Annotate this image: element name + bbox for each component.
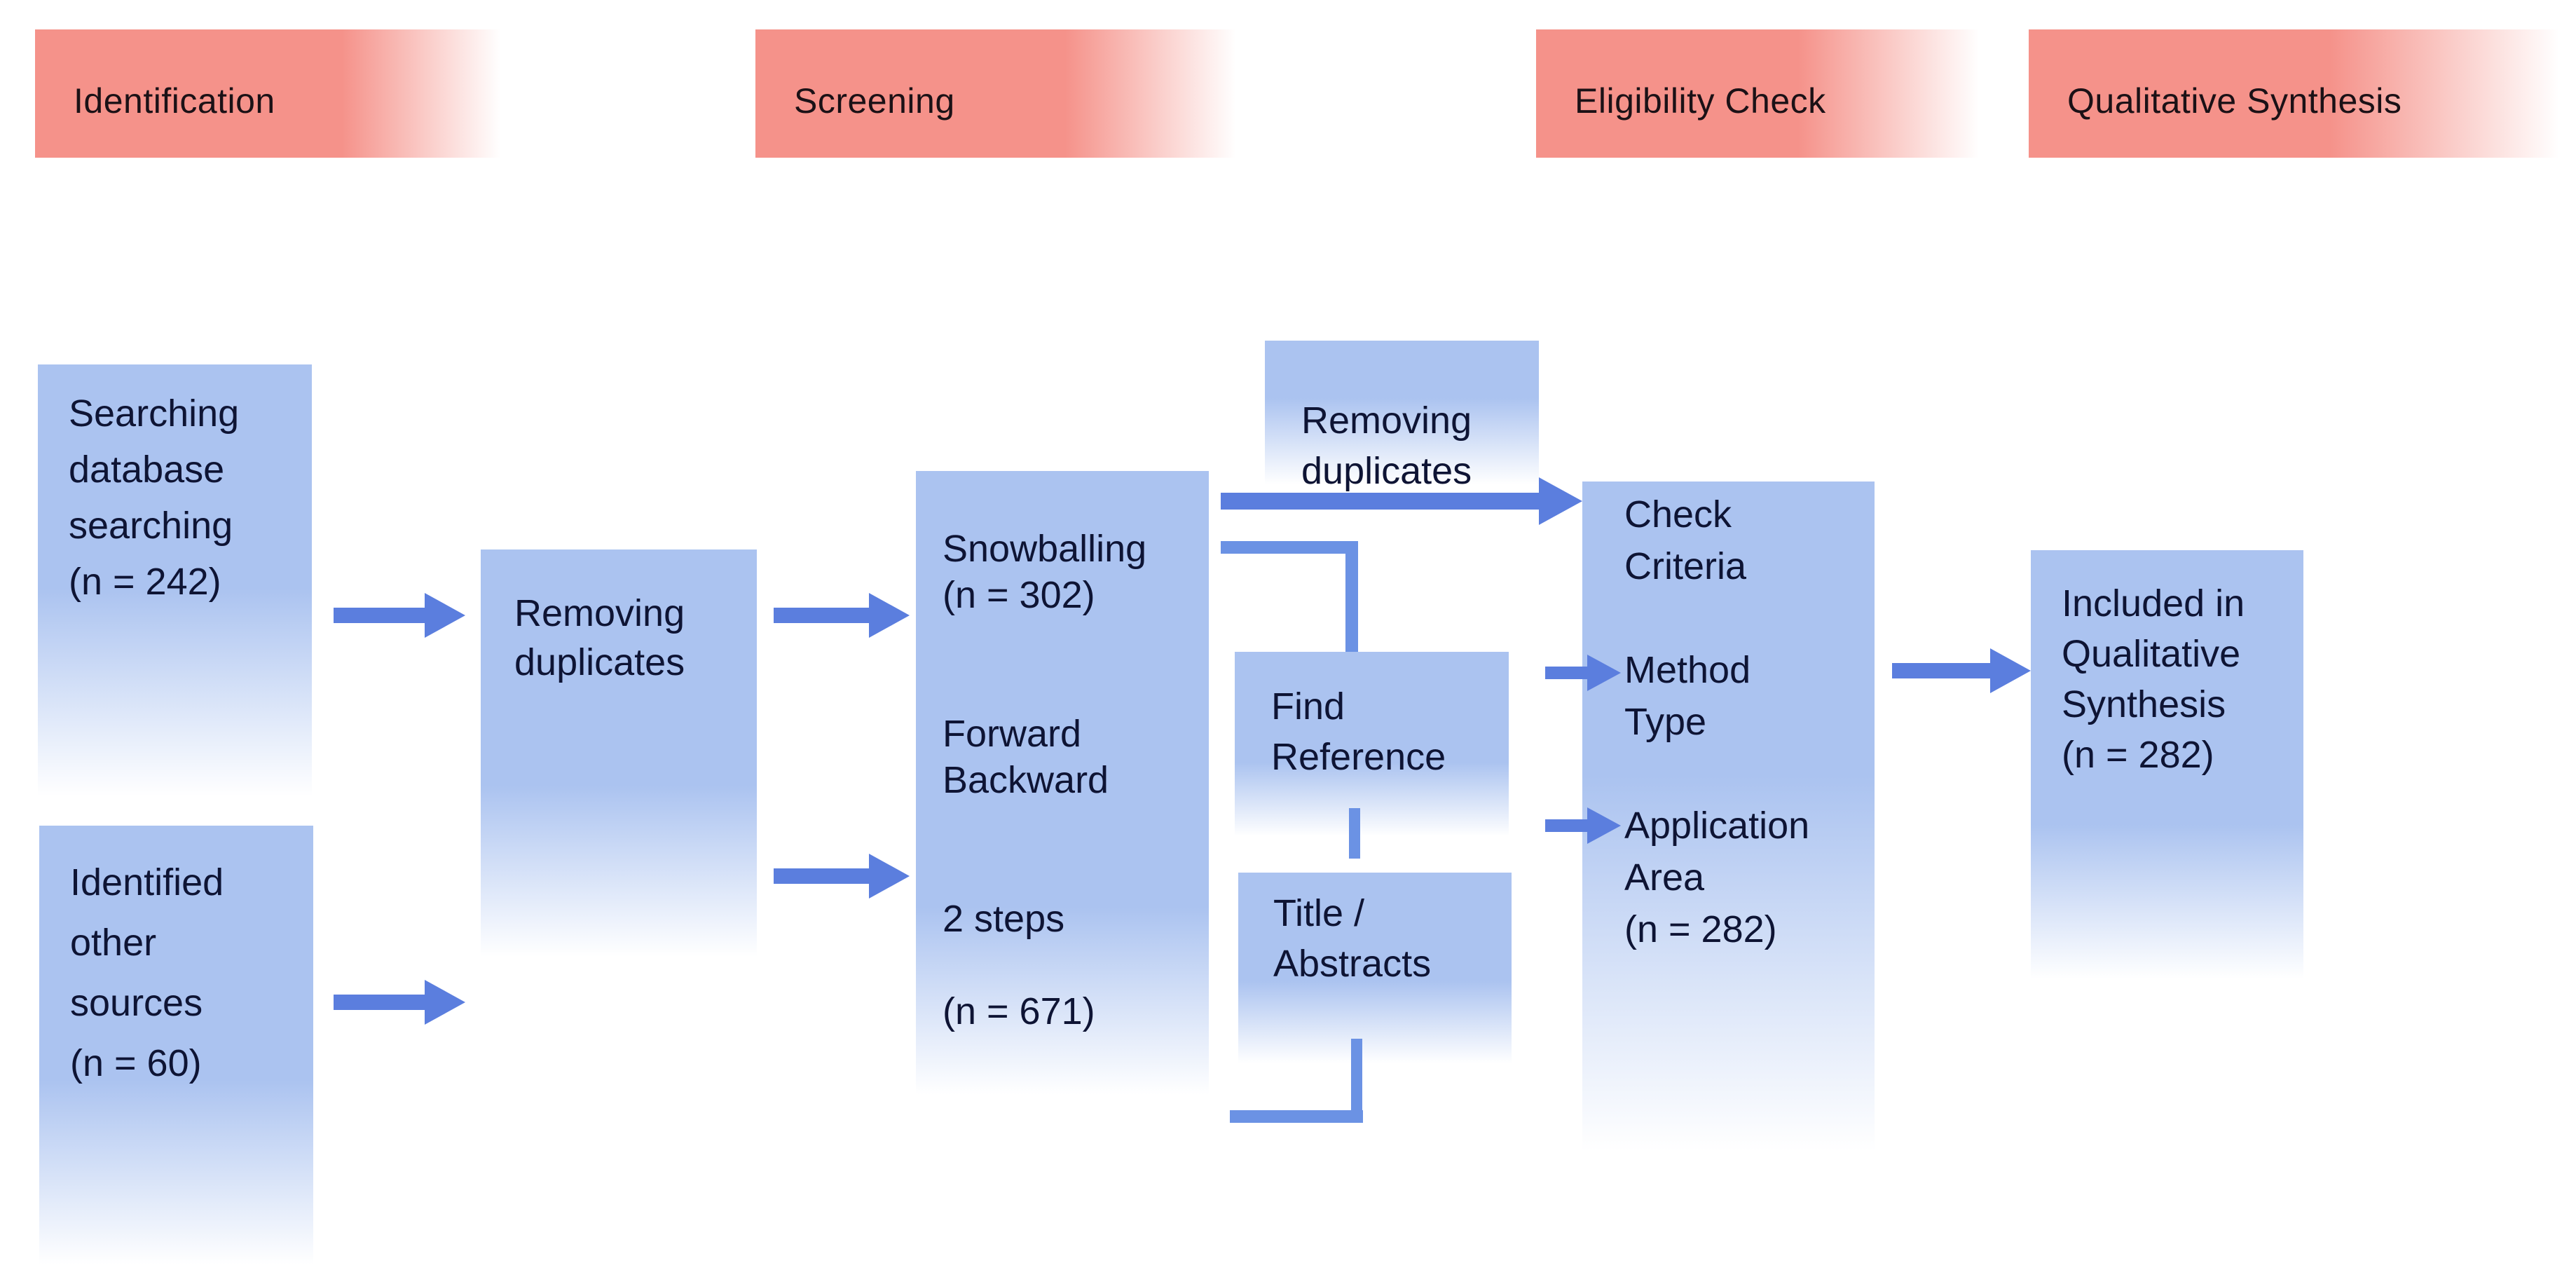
box-removing-duplicates-eligibility-label: Removing duplicates: [1301, 400, 1472, 492]
box-removing-duplicates-screening: Removing duplicates: [481, 549, 757, 957]
box-title-abstracts: Title / Abstracts: [1238, 873, 1512, 1063]
arrowhead-icon: [1539, 477, 1582, 525]
arrow-shaft: [1221, 493, 1539, 510]
arrow-shaft: [774, 868, 869, 884]
arrowhead-icon: [425, 593, 465, 638]
box-check-criteria-label: Check Criteria Method Type Application A…: [1624, 493, 1810, 950]
connector-snowballing-to-find-reference-horizontal: [1221, 541, 1358, 554]
arrow-shaft: [1545, 819, 1587, 832]
box-database-searching: Searching database searching (n = 242): [38, 364, 312, 796]
box-identified-other-sources: Identified other sources (n = 60): [39, 826, 313, 1264]
phase-header-eligibility-check: Eligibility Check: [1536, 29, 2013, 158]
box-check-criteria: Check Criteria Method Type Application A…: [1582, 482, 1875, 1152]
box-included-qualitative-synthesis-label: Included in Qualitative Synthesis (n = 2…: [2062, 582, 2245, 776]
arrow-shaft: [334, 995, 425, 1010]
arrowhead-icon: [1990, 648, 2031, 693]
connector-title-abstracts-return-vertical: [1351, 1039, 1362, 1123]
arrow-shaft: [1892, 663, 1990, 678]
phase-header-screening: Screening: [755, 29, 1289, 158]
box-removing-duplicates-screening-label: Removing duplicates: [514, 592, 685, 683]
box-title-abstracts-label: Title / Abstracts: [1273, 892, 1432, 985]
box-database-searching-label: Searching database searching (n = 242): [69, 392, 240, 603]
arrow-shaft: [334, 608, 425, 623]
arrow-shaft: [774, 608, 869, 623]
box-find-reference-label: Find Reference: [1271, 685, 1446, 778]
box-snowballing: Snowballing (n = 302) Forward Backward 2…: [916, 471, 1209, 1095]
arrowhead-icon: [1587, 807, 1621, 844]
box-find-reference: Find Reference: [1235, 652, 1509, 836]
connector-snowballing-to-find-reference-vertical: [1345, 541, 1358, 652]
arrowhead-icon: [869, 854, 910, 899]
connector-find-reference-to-title-abstracts: [1349, 808, 1360, 859]
phase-header-qualitative-synthesis: Qualitative Synthesis: [2029, 29, 2576, 158]
arrow-shaft: [1545, 667, 1587, 679]
box-removing-duplicates-eligibility: Removing duplicates: [1265, 341, 1539, 492]
arrowhead-icon: [869, 593, 910, 638]
box-snowballing-label: Snowballing (n = 302) Forward Backward 2…: [943, 528, 1147, 1032]
phase-header-identification: Identification: [35, 29, 564, 158]
arrowhead-icon: [425, 980, 465, 1025]
connector-title-abstracts-return-horizontal: [1230, 1110, 1363, 1123]
box-identified-other-sources-label: Identified other sources (n = 60): [70, 861, 224, 1084]
box-included-qualitative-synthesis: Included in Qualitative Synthesis (n = 2…: [2031, 550, 2303, 979]
arrowhead-icon: [1587, 655, 1621, 691]
